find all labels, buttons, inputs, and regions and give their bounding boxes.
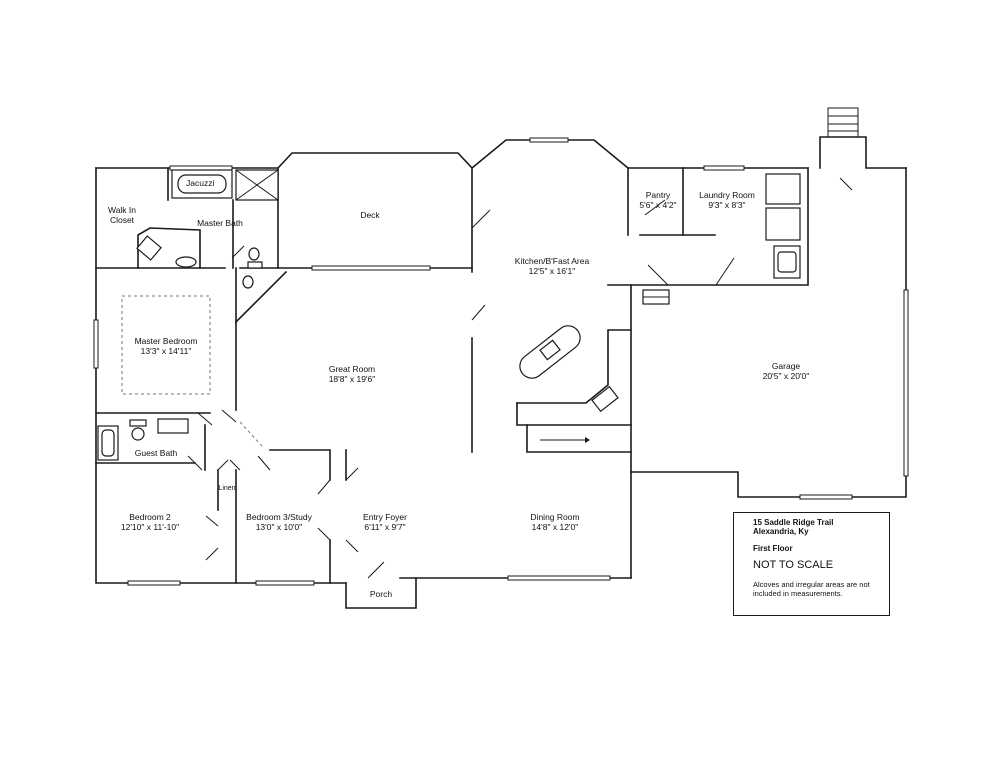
room-name: Walk In — [107, 205, 137, 215]
room-name: Entry Foyer — [363, 512, 407, 522]
room-master-bath: Master Bath — [197, 218, 243, 228]
address-line-2: Alexandria, Ky — [753, 527, 809, 536]
room-dims: 20'5" x 20'0" — [762, 371, 810, 381]
scale-note: NOT TO SCALE — [753, 559, 834, 571]
room-name: Porch — [369, 589, 393, 599]
room-linen: Linen — [218, 484, 235, 494]
room-dims: 9'3" x 8'3" — [708, 200, 746, 210]
room-name: Laundry Room — [699, 190, 755, 200]
room-walk-in-closet: Walk In Closet — [108, 205, 136, 225]
room-kitchen: Kitchen/B'Fast Area 12'5" x 16'1" — [515, 256, 589, 276]
room-dims: 12'5" x 16'1" — [528, 266, 576, 276]
room-name: Master Bedroom — [134, 336, 198, 346]
property-info-box: 15 Saddle Ridge Trail Alexandria, Ky Fir… — [733, 512, 890, 616]
room-dining-room: Dining Room 14'8" x 12'0" — [530, 512, 579, 532]
room-entry-foyer: Entry Foyer 6'11" x 9'7" — [363, 512, 407, 532]
room-name: Guest Bath — [134, 448, 178, 458]
room-name-line2: Closet — [109, 215, 135, 225]
windows — [93, 137, 909, 586]
room-pantry: Pantry 5'6" x 4'2" — [639, 190, 676, 210]
room-dims: 6'11" x 9'7" — [364, 522, 406, 532]
room-name: Pantry — [645, 190, 671, 200]
measurement-note: Alcoves and irregular areas are not incl… — [753, 580, 889, 598]
room-guest-bath: Guest Bath — [135, 448, 178, 458]
room-bedroom-2: Bedroom 2 12'10" x 11'-10" — [121, 512, 179, 532]
room-laundry: Laundry Room 9'3" x 8'3" — [699, 190, 755, 210]
room-deck: Deck — [360, 210, 379, 220]
interior-walls — [95, 167, 716, 584]
room-name: Linen — [218, 485, 236, 492]
measurement-note-line-2: included in measurements. — [753, 589, 843, 598]
room-master-bedroom: Master Bedroom 13'3" x 14'11" — [135, 336, 198, 356]
room-dims: 5'6" x 4'2" — [639, 200, 677, 210]
fixtures — [97, 169, 801, 461]
room-dims: 18'8" x 19'6" — [328, 374, 376, 384]
room-name: Master Bath — [197, 218, 243, 228]
room-name: Bedroom 3/Study — [246, 512, 312, 522]
room-name: Bedroom 2 — [129, 512, 171, 522]
room-name: Kitchen/B'Fast Area — [514, 256, 590, 266]
address-line-1: 15 Saddle Ridge Trail — [753, 518, 834, 527]
jacuzzi-label: Jacuzzi — [186, 178, 215, 188]
room-dims: 12'10" x 11'-10" — [120, 522, 180, 532]
room-dims: 13'0" x 10'0" — [255, 522, 303, 532]
measurement-note-line-1: Alcoves and irregular areas are not — [753, 580, 870, 589]
room-dims: 13'3" x 14'11" — [140, 346, 192, 356]
room-porch: Porch — [370, 589, 392, 599]
floor-label: First Floor — [753, 544, 793, 553]
room-bedroom-3: Bedroom 3/Study 13'0" x 10'0" — [246, 512, 312, 532]
room-name: Deck — [360, 210, 380, 220]
room-name: Great Room — [328, 364, 376, 374]
room-name: Dining Room — [530, 512, 580, 522]
room-garage: Garage 20'5" x 20'0" — [763, 361, 810, 381]
room-dims: 14'8" x 12'0" — [531, 522, 579, 532]
room-name: Garage — [771, 361, 801, 371]
room-great-room: Great Room 18'8" x 19'6" — [329, 364, 376, 384]
